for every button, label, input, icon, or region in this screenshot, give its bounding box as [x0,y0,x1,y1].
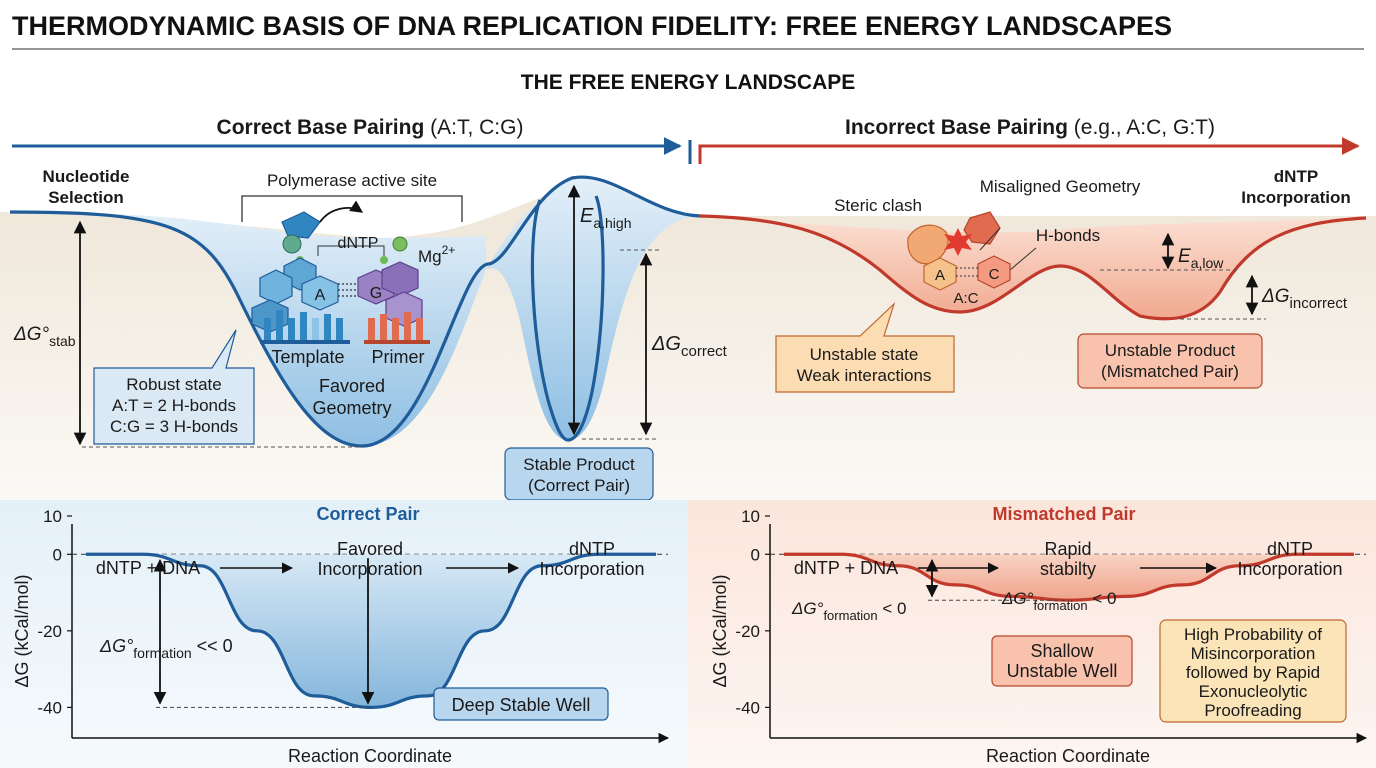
polymerase-active-site-label: Polymerase active site [267,171,437,190]
incorrect-well-fill [700,216,1366,319]
y-tick-label: -40 [37,698,62,717]
main-title: THERMODYNAMIC BASIS OF DNA REPLICATION F… [12,11,1172,41]
y-tick-label: -20 [735,622,760,641]
mismatch-base-a: A [935,267,945,284]
polymerase-bracket [241,195,463,222]
steric-clash-label: Steric clash [834,196,922,215]
mismatch-base-c: C [989,266,1000,283]
mismatch-formation-label: ΔG°formation < 0 [791,599,906,623]
proofreading-note-box [1159,619,1347,723]
mg-ion-label: Mg2+ [418,243,455,266]
energy-well-fill [86,554,656,708]
y-axis-label: ΔG (kCal/mol) [12,574,32,687]
robust-state-line: C:G = 3 H-bonds [110,417,238,436]
mismatch-chart-title: Mismatched Pair [992,504,1135,524]
deep-stable-well-box [433,687,609,721]
incorrect-direction-arrow [698,137,1360,164]
correct-curve-outer [9,175,701,448]
base-g-label: G [370,285,382,302]
dntp-label: dNTP [338,235,379,252]
y-tick-label: -20 [37,622,62,641]
mismatch-inner-formation-label: ΔG°formation < 0 [1001,589,1116,613]
h-bonds-label: H-bonds [1036,226,1100,245]
y-tick-label: 0 [751,545,760,564]
dntp-molecule-illustration: A G [251,200,430,344]
shallow-well-box [991,635,1133,687]
correct-chart-title: Correct Pair [316,504,419,524]
y-tick-label: -40 [735,698,760,717]
incorrect-pairing-header: Incorrect Base Pairing (e.g., A:C, G:T) [845,116,1215,139]
stable-product-label: Stable Product(Correct Pair) [523,455,635,495]
ac-pair-label: A:C [953,290,978,307]
energy-series-line [86,552,656,709]
y-tick-label: 0 [53,545,62,564]
ea-high-label: Ea,high [580,205,632,231]
mismatch-stage-label-1: dNTP + DNA [794,558,898,578]
ea-low-label: Ea,low [1178,246,1224,271]
primer-label: Primer [372,347,425,367]
unstable-state-line: Unstable state [810,345,919,364]
robust-state-line: A:T = 2 H-bonds [112,396,236,415]
correct-pairing-header: Correct Base Pairing (A:T, C:G) [217,116,524,139]
product-well-fill [486,178,700,440]
y-tick-label: 10 [43,507,62,526]
delta-g-incorrect-label: ΔGincorrect [1261,286,1348,312]
mismatch-illustration [907,211,1037,291]
base-a-label: A [315,287,326,304]
y-axis-label: ΔG (kCal/mol) [710,574,730,687]
correct-formation-label: ΔG°formation << 0 [99,636,233,661]
unstable-state-line: Weak interactions [797,366,932,385]
incorrect-energy-curve [699,214,1367,321]
unstable-product-label: Unstable Product(Mismatched Pair) [1101,341,1239,381]
correct-well-fill [10,212,486,446]
template-label: Template [271,347,344,367]
correct-curve-inner-well [530,195,605,442]
delta-g-stab-label: ΔG°stab [13,324,76,349]
delta-g-correct-label: ΔGcorrect [651,333,728,360]
deep-stable-well-label: Deep Stable Well [452,695,591,715]
unstable-product-box [1077,333,1263,389]
correct-stage-label-1: dNTP + DNA [96,558,200,578]
x-axis-label: Reaction Coordinate [288,746,452,766]
section-title: THE FREE ENERGY LANDSCAPE [521,71,856,94]
x-axis-label: Reaction Coordinate [986,746,1150,766]
misaligned-geometry-label: Misaligned Geometry [980,177,1141,196]
y-tick-label: 10 [741,507,760,526]
robust-state-line: Robust state [126,375,221,394]
